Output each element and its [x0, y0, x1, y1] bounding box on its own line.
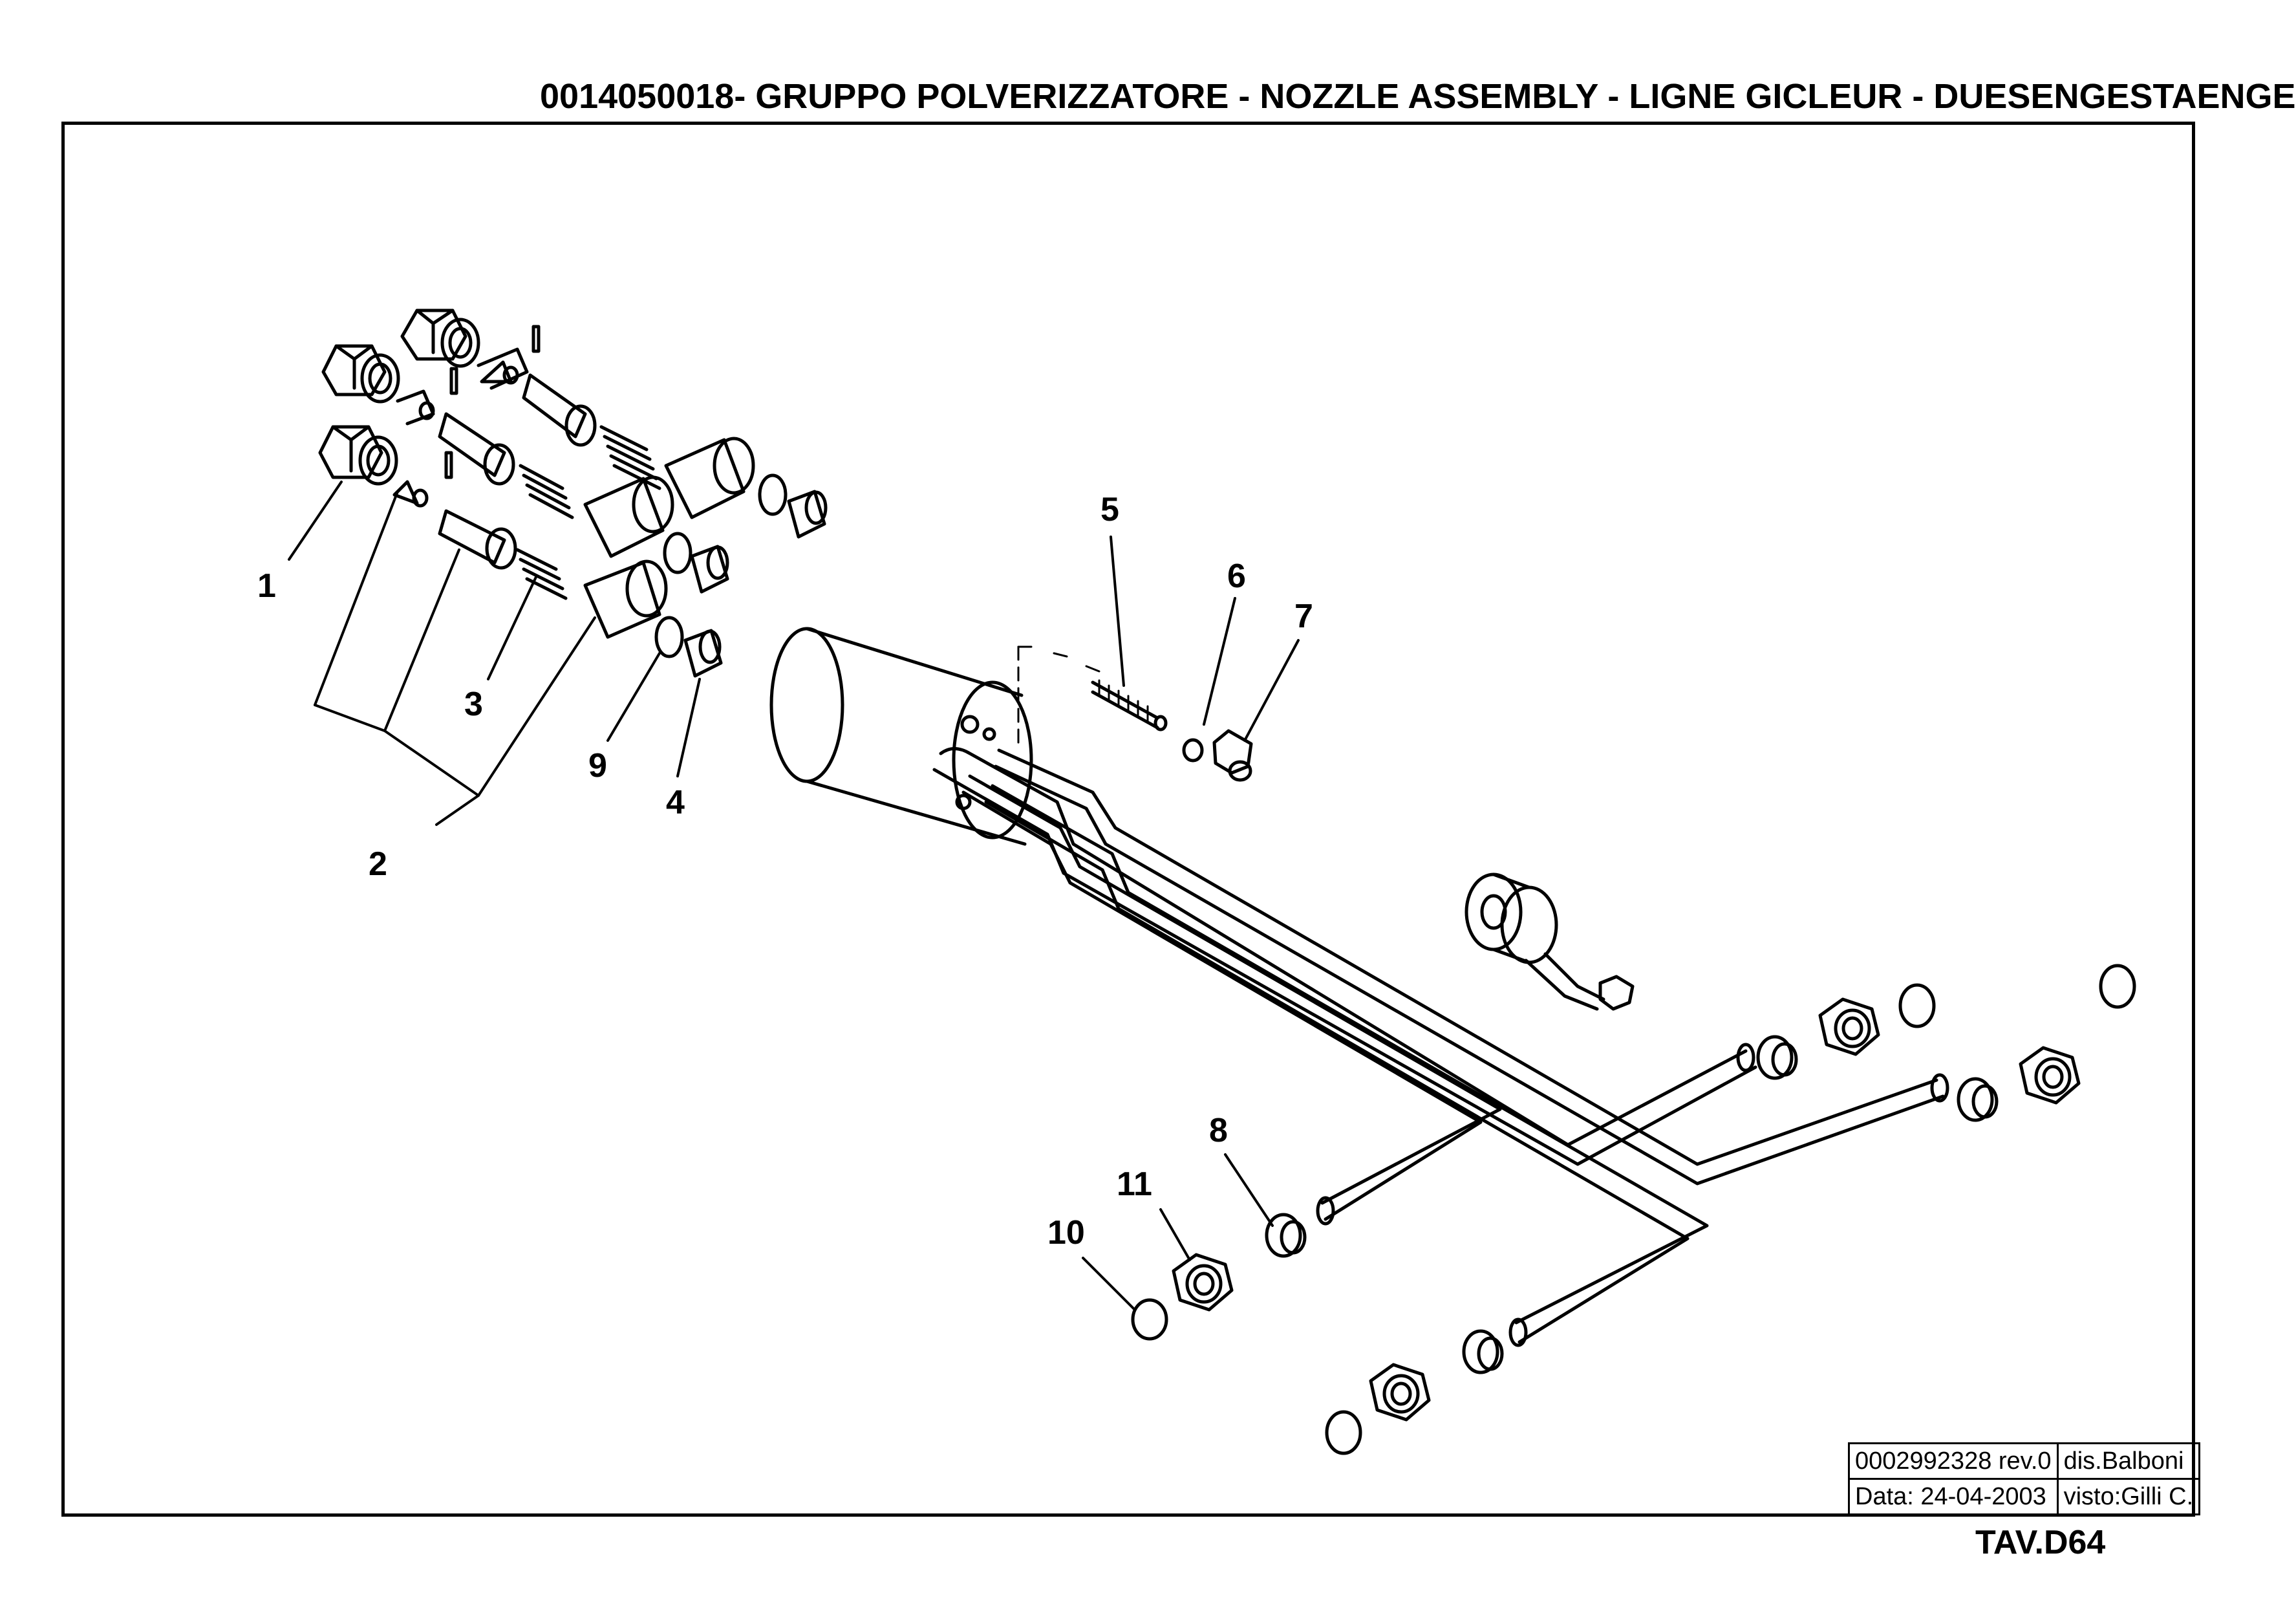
sheet-number: TAV.D64: [1975, 1524, 2106, 1561]
drawing-frame: [61, 122, 2195, 1517]
nozzle-row-bottom: [318, 425, 723, 678]
callout-7: 7: [1294, 598, 1313, 635]
callout-5: 5: [1100, 491, 1119, 528]
title-block: 0002992328 rev.0 dis.Balboni Data: 24-04…: [1848, 1442, 2201, 1515]
leader-lines: [288, 481, 1300, 1311]
callout-9: 9: [588, 747, 607, 785]
leader-4: [676, 678, 701, 777]
leader-9: [606, 652, 661, 742]
drawing-date: Data: 24-04-2003: [1848, 1478, 2059, 1515]
leader-8: [1224, 1153, 1274, 1227]
callout-6: 6: [1227, 558, 1246, 595]
leader-1: [288, 481, 343, 561]
tape-roll-and-clip: [1465, 872, 1635, 1011]
leader-2a: [314, 490, 399, 706]
leader-2c: [383, 616, 596, 797]
callout-11: 11: [1117, 1165, 1152, 1203]
screw-washer-plug: [1017, 645, 1253, 782]
callout-10: 10: [1047, 1214, 1085, 1252]
leader-7: [1243, 639, 1300, 742]
callout-1: 1: [257, 567, 276, 605]
drawn-by: dis.Balboni: [2056, 1442, 2201, 1480]
drawing-number: 0002992328 rev.0: [1848, 1442, 2059, 1480]
checked-by: visto:Gilli C.: [2056, 1478, 2201, 1515]
leader-5: [1110, 536, 1125, 687]
callout-4: 4: [666, 784, 685, 821]
callout-3: 3: [464, 686, 483, 723]
callout-8: 8: [1209, 1112, 1228, 1149]
leader-2b: [314, 548, 460, 732]
leader-3: [487, 574, 538, 680]
spray-pipes: [932, 747, 1949, 1347]
leader-10: [1082, 1257, 1136, 1311]
leader-2d: [435, 794, 480, 826]
nozzle-row-top: [400, 309, 828, 539]
nozzle-row-middle: [321, 344, 729, 594]
fittings-upper-right: [1756, 964, 2136, 1122]
callout-2: 2: [369, 845, 387, 883]
nozzle-body-cylinder: [769, 627, 1033, 846]
leader-6: [1203, 597, 1236, 726]
leader-11: [1159, 1208, 1191, 1261]
drawing-title: 0014050018- GRUPPO POLVERIZZATORE - NOZZ…: [540, 77, 2296, 116]
fittings-lower: [1131, 1213, 1504, 1455]
